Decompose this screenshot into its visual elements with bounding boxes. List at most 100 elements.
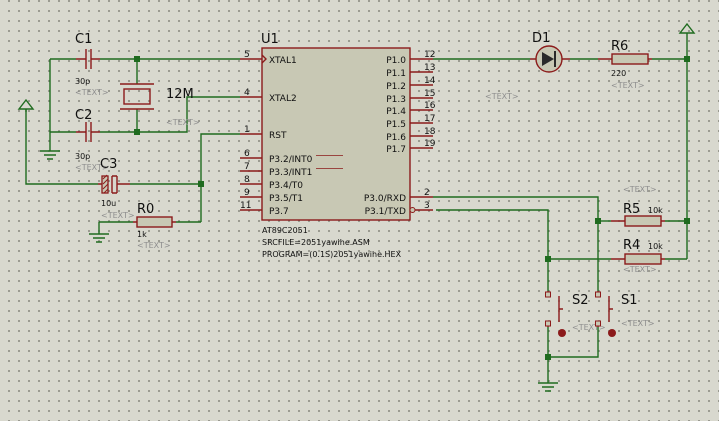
pin-name: P3.4/T0 bbox=[269, 181, 303, 191]
s1-ref: S1 bbox=[621, 293, 638, 308]
r4-text: <TEXT> bbox=[623, 265, 657, 274]
r6-value: 220 bbox=[611, 69, 626, 78]
pin-number: 4 bbox=[244, 88, 250, 98]
pin-number: 19 bbox=[424, 139, 436, 149]
switch-s1[interactable]: S1 <TEXT> bbox=[595, 291, 655, 337]
left-pin-names: XTAL1 XTAL2 RST P3.2/INT0 P3.3/INT1 P3.4… bbox=[269, 56, 313, 217]
r5-text: <TEXT> bbox=[623, 185, 657, 194]
wire-xtal2 bbox=[50, 96, 240, 133]
pin-name: P3.0/RXD bbox=[364, 194, 406, 204]
xtal1-clock-marker bbox=[261, 54, 267, 64]
wire-txd bbox=[436, 209, 549, 291]
pin-number: 16 bbox=[424, 101, 436, 111]
resistor-r6[interactable]: R6 220 <TEXT> bbox=[598, 39, 652, 90]
c2-value: 30p bbox=[75, 152, 90, 161]
c3-value: 10u bbox=[101, 199, 116, 208]
pin-number: 14 bbox=[424, 76, 436, 86]
pin-name: P1.1 bbox=[386, 69, 406, 79]
c1-value: 30p bbox=[75, 77, 90, 86]
s2-ref: S2 bbox=[572, 293, 589, 308]
pin-number: 17 bbox=[424, 114, 435, 124]
right-pin-lines bbox=[410, 58, 433, 211]
pin-name: P3.2/INT0 bbox=[269, 155, 313, 165]
pin-name: RST bbox=[269, 131, 287, 141]
junction-dot bbox=[684, 56, 690, 62]
pin-number: 15 bbox=[424, 89, 435, 99]
s2-text: <TEXT> bbox=[572, 323, 606, 332]
junctions bbox=[134, 56, 690, 360]
r0-ref: R0 bbox=[137, 202, 154, 217]
pin-number: 13 bbox=[424, 63, 435, 73]
overline-int0 bbox=[316, 155, 343, 169]
wire-rst bbox=[130, 133, 240, 223]
junction-dot bbox=[134, 56, 140, 62]
c1-text: <TEXT> bbox=[75, 88, 109, 97]
capacitor-c3[interactable]: C3 10u <TEXT> bbox=[98, 157, 135, 220]
capacitor-c1[interactable]: C1 30p <TEXT> bbox=[75, 32, 109, 97]
wires bbox=[25, 33, 688, 381]
power-symbols bbox=[17, 22, 696, 392]
pin-number: 7 bbox=[244, 162, 250, 172]
crystal-12m[interactable]: 12M <TEXT> bbox=[120, 83, 200, 127]
txd-inversion-bubble bbox=[409, 207, 416, 213]
pin-number: 6 bbox=[244, 149, 250, 159]
pin-name: P3.1/TXD bbox=[365, 207, 406, 217]
pin-name: P1.2 bbox=[386, 82, 406, 92]
crystal-text: <TEXT> bbox=[166, 118, 200, 127]
pin-name: P1.3 bbox=[386, 95, 406, 105]
pin-name: XTAL2 bbox=[269, 94, 297, 104]
right-pin-numbers: 12 13 14 15 16 17 18 19 2 3 bbox=[424, 50, 436, 211]
resistor-r5[interactable]: R5 10k <TEXT> bbox=[611, 185, 665, 227]
r4-value: 10k bbox=[648, 242, 663, 251]
junction-dot bbox=[545, 256, 551, 262]
ground-icon bbox=[89, 232, 109, 243]
pin-name: P3.5/T1 bbox=[269, 194, 303, 204]
chip-program: PROGRAM=(0.1S)2051yawihe.HEX bbox=[262, 250, 402, 259]
wire-r0-gnd bbox=[98, 221, 133, 232]
r5-ref: R5 bbox=[623, 202, 640, 217]
pin-number: 18 bbox=[424, 127, 436, 137]
pin-number: 9 bbox=[244, 188, 250, 198]
pin-name: P1.5 bbox=[386, 120, 406, 130]
vcc-arrow-icon bbox=[17, 98, 35, 112]
left-pin-numbers: 5 4 1 6 7 8 9 11 bbox=[240, 50, 251, 211]
pin-number: 1 bbox=[244, 125, 250, 135]
r0-text: <TEXT> bbox=[137, 241, 171, 250]
chip-text-placeholder: <TEXT> bbox=[485, 92, 519, 101]
switch-s2[interactable]: S2 <TEXT> bbox=[545, 291, 606, 337]
pin-name: P1.6 bbox=[386, 133, 406, 143]
u1-microcontroller[interactable]: U1 AT89C2051 SRCFILE=2051yawihe.ASM PROG… bbox=[240, 32, 519, 259]
wire-xtal1 bbox=[49, 58, 240, 149]
pin-number: 8 bbox=[244, 175, 250, 185]
wire-vcc-rail bbox=[665, 33, 688, 260]
c2-text: <TEXT> bbox=[75, 163, 109, 172]
r6-text: <TEXT> bbox=[611, 81, 645, 90]
left-pin-lines bbox=[240, 58, 262, 211]
junction-dot bbox=[595, 218, 601, 224]
c3-text: <TEXT> bbox=[101, 211, 135, 220]
c2-ref: C2 bbox=[75, 108, 92, 123]
right-pin-names: P1.0 P1.1 P1.2 P1.3 P1.4 P1.5 P1.6 P1.7 … bbox=[364, 56, 406, 217]
capacitor-c2[interactable]: C2 30p <TEXT> bbox=[75, 108, 109, 172]
d1-ref: D1 bbox=[532, 31, 550, 46]
chip-part: AT89C2051 bbox=[262, 226, 308, 235]
r5-value: 10k bbox=[648, 206, 663, 215]
pin-name: P1.0 bbox=[386, 56, 406, 66]
pin-name: P3.3/INT1 bbox=[269, 168, 312, 178]
chip-ref: U1 bbox=[261, 32, 279, 47]
pin-name: P3.7 bbox=[269, 207, 289, 217]
crystal-ref: 12M bbox=[166, 87, 194, 102]
led-d1[interactable]: D1 bbox=[530, 31, 570, 73]
c1-ref: C1 bbox=[75, 32, 92, 47]
ground-icon bbox=[538, 381, 558, 392]
wire-rxd bbox=[433, 196, 599, 291]
s1-text: <TEXT> bbox=[621, 319, 655, 328]
pin-number: 12 bbox=[424, 50, 435, 60]
resistor-r0[interactable]: R0 1k <TEXT> bbox=[133, 202, 176, 250]
pin-number: 3 bbox=[424, 201, 430, 211]
resistor-r4[interactable]: R4 10k <TEXT> bbox=[611, 238, 665, 274]
pin-name: XTAL1 bbox=[269, 56, 297, 66]
pin-number: 5 bbox=[244, 50, 250, 60]
